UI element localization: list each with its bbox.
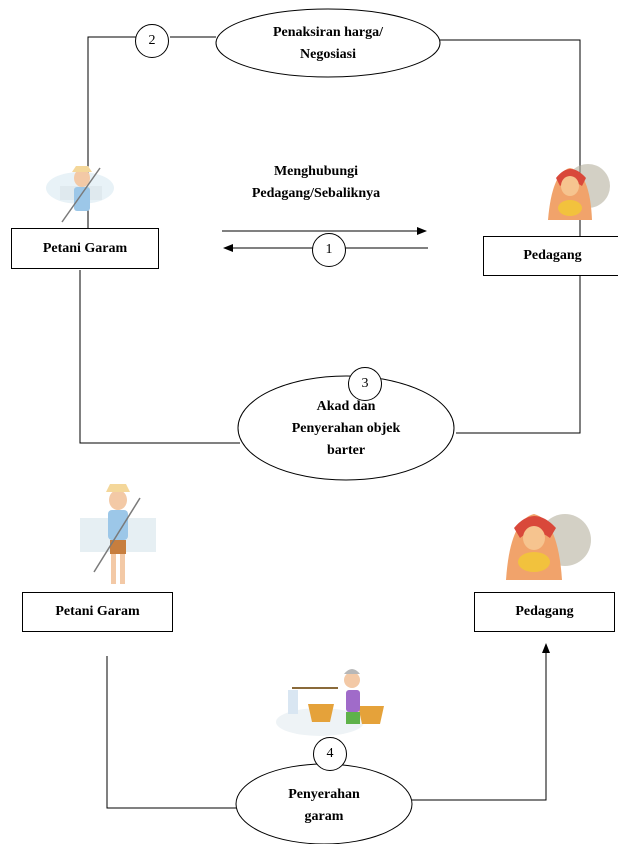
connector-step4-right	[412, 643, 550, 801]
step-number-3: 3	[348, 367, 382, 401]
step1-label: Menghubungi Pedagang/Sebaliknya	[214, 161, 418, 205]
farmer-illustration-bottom	[80, 484, 156, 584]
step-number-4: 4	[313, 737, 347, 771]
node-label: Pedagang	[515, 604, 574, 619]
salt-porters-illustration	[276, 669, 384, 736]
step3-label-line1: Akad dan	[316, 399, 376, 414]
node-label: Pedagang	[523, 248, 582, 263]
step-number-text: 3	[361, 376, 369, 391]
step1-label-line2: Pedagang/Sebaliknya	[251, 186, 381, 201]
connector-step2	[87, 36, 140, 228]
ellipse-step3	[237, 375, 455, 481]
step2-label: Penaksiran harga/ Negosiasi	[226, 22, 430, 66]
step4-label-line1: Penyerahan	[288, 787, 360, 802]
node-pedagang-top: Pedagang	[483, 236, 618, 276]
trader-illustration-bottom	[506, 514, 591, 580]
step-number-text: 1	[325, 242, 333, 257]
node-petani-garam-top: Petani Garam	[11, 228, 159, 269]
step1-label-line1: Menghubungi	[273, 164, 359, 179]
step-number-1: 1	[312, 233, 346, 267]
step3-label: Akad dan Penyerahan objek barter	[248, 396, 444, 462]
step-number-text: 2	[148, 33, 156, 48]
step-number-text: 4	[326, 746, 334, 761]
step2-label-line1: Penaksiran harga/	[272, 25, 384, 40]
node-petani-garam-bottom: Petani Garam	[22, 592, 173, 632]
step2-label-line2: Negosiasi	[300, 47, 356, 62]
node-label: Petani Garam	[42, 240, 128, 256]
node-pedagang-bottom: Pedagang	[474, 592, 615, 632]
connector-step3-left	[79, 270, 240, 444]
step4-label-line2: garam	[304, 809, 344, 824]
connector-step4-left	[106, 656, 236, 809]
farmer-illustration-top	[46, 166, 114, 223]
ellipse-step2	[215, 8, 441, 78]
step3-label-line3: barter	[326, 443, 366, 458]
trader-illustration-top	[548, 164, 610, 220]
node-label: Petani Garam	[55, 604, 140, 619]
step4-label: Penyerahan garam	[236, 784, 412, 828]
step3-label-line2: Penyerahan objek	[291, 421, 401, 436]
connector-step3-right	[456, 276, 581, 434]
step-number-2: 2	[135, 24, 169, 58]
